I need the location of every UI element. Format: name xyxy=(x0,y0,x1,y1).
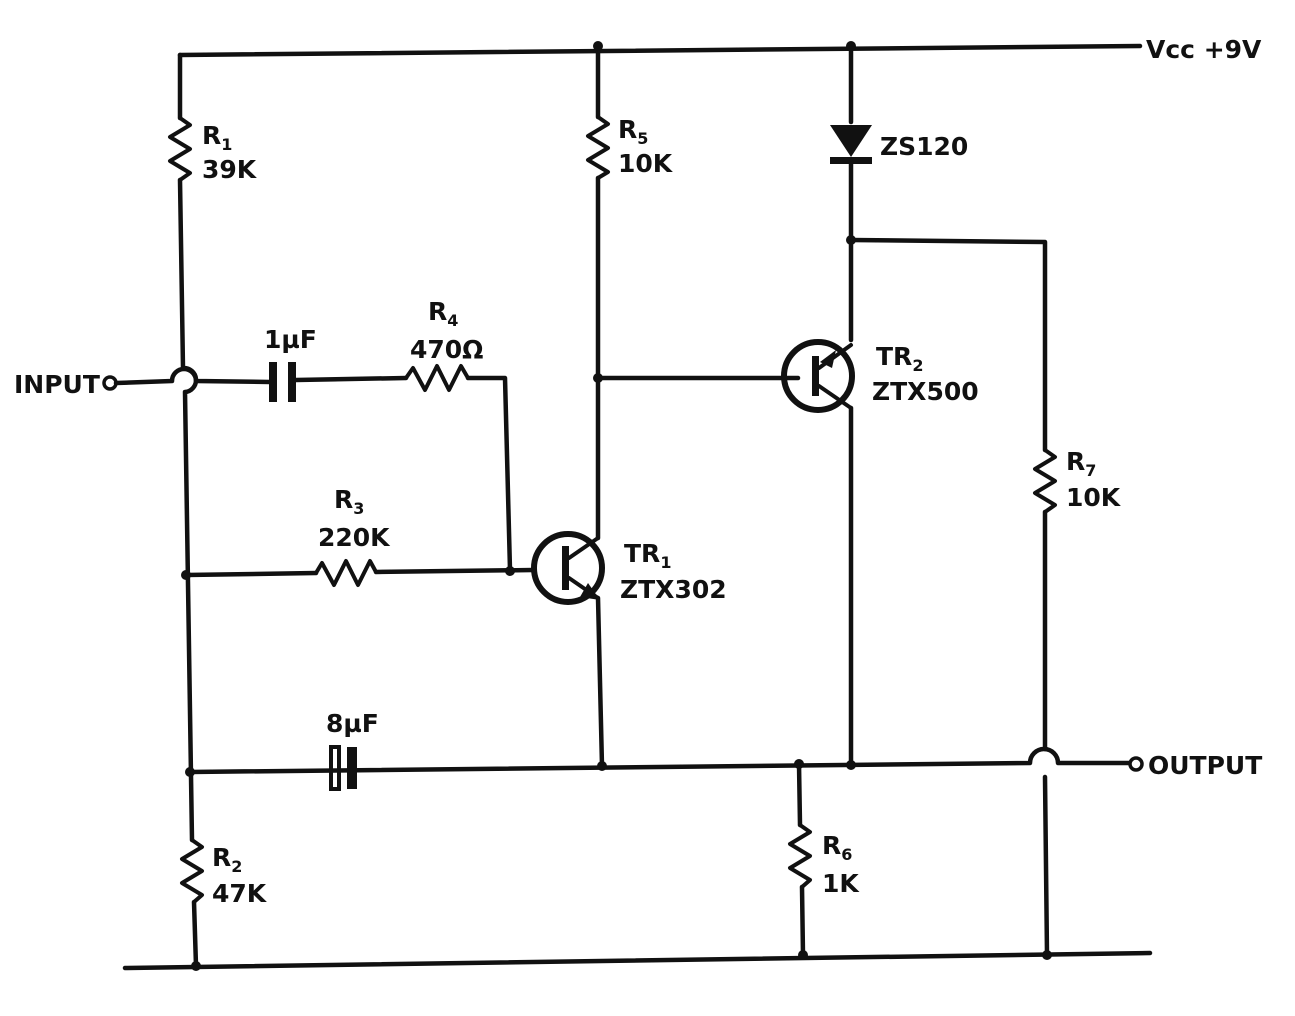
r5-value: 10K xyxy=(618,149,674,178)
r1-value: 39K xyxy=(202,155,258,184)
ground-rail xyxy=(122,950,1153,971)
resistor-r5 xyxy=(586,115,610,180)
transistor-tr2 xyxy=(781,339,855,413)
resistor-r3 xyxy=(314,559,378,587)
r2-value: 47K xyxy=(212,879,268,908)
capacitor-c2 xyxy=(329,745,357,791)
resistor-r1 xyxy=(168,116,192,182)
r4-value: 470Ω xyxy=(410,335,483,364)
wire-emitter xyxy=(595,595,605,769)
wire-r4-base xyxy=(465,375,513,573)
diode-zs120 xyxy=(830,125,872,164)
capacitor-c1 xyxy=(269,362,296,402)
r7-designator: R7 xyxy=(1066,447,1096,480)
junction-dots xyxy=(181,41,1052,971)
r6-value: 1K xyxy=(822,869,860,898)
r7-value: 10K xyxy=(1066,483,1122,512)
resistor-r2 xyxy=(180,838,204,904)
c1-label: 1µF xyxy=(264,325,317,354)
resistor-r7 xyxy=(1033,448,1057,514)
wire-r6-top xyxy=(796,761,803,828)
r5-designator: R5 xyxy=(618,115,648,148)
tr2-designator: TR2 xyxy=(876,342,923,375)
wire-r3-left xyxy=(183,570,319,578)
output-label: OUTPUT xyxy=(1148,751,1262,780)
r2-designator: R2 xyxy=(212,843,242,876)
wire-r6-bottom xyxy=(799,884,806,958)
vcc-label: Vcc +9V xyxy=(1146,35,1262,64)
c2-label: 8µF xyxy=(326,709,379,738)
tr2-part: ZTX500 xyxy=(872,377,979,406)
wire-left-bottom xyxy=(191,899,199,969)
r6-designator: R6 xyxy=(822,831,852,864)
vcc-rail xyxy=(177,43,1143,58)
tr1-designator: TR1 xyxy=(624,539,671,572)
resistor-r6 xyxy=(788,823,812,889)
wire-left-mid xyxy=(177,177,199,843)
output-terminal[interactable] xyxy=(1128,756,1144,772)
r3-designator: R3 xyxy=(334,485,364,518)
r4-designator: R4 xyxy=(428,297,458,330)
r3-value: 220K xyxy=(318,523,391,552)
resistor-r4 xyxy=(404,364,470,392)
input-label: INPUT xyxy=(14,370,100,399)
tr1-part: ZTX302 xyxy=(620,575,727,604)
r1-designator: R1 xyxy=(202,121,232,154)
diode-label: ZS120 xyxy=(880,132,968,161)
wire-c1-r4 xyxy=(293,375,409,383)
wire-input xyxy=(113,366,273,386)
wire-r7-top xyxy=(848,237,1048,453)
transistor-tr1 xyxy=(531,531,605,605)
wire-r7-ground xyxy=(1042,774,1050,958)
